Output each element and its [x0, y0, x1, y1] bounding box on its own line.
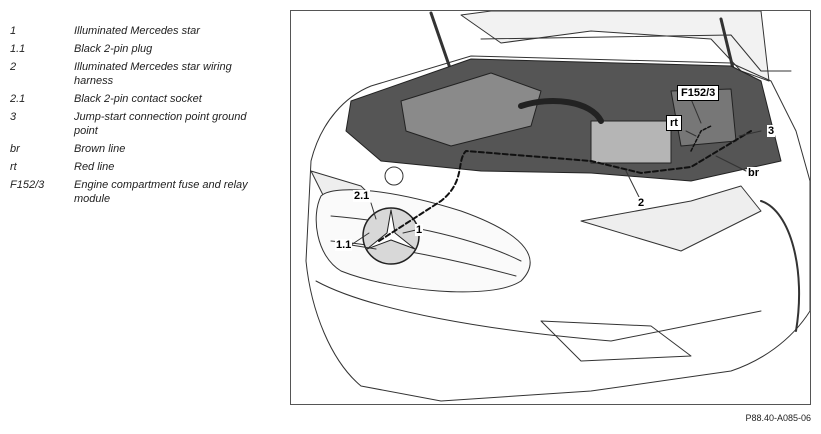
leader-line	[370, 202, 377, 220]
legend-text: Brown line	[74, 143, 126, 155]
front-wheel	[760, 200, 801, 332]
legend-key: br	[10, 143, 20, 155]
legend-key: 2	[10, 61, 17, 73]
grille	[315, 189, 531, 293]
legend-row: 2.1 Black 2-pin contact socket	[10, 92, 280, 106]
leader-line	[402, 229, 417, 234]
callout-1: 1	[415, 224, 424, 236]
callout-2: 2	[637, 197, 646, 209]
legend-text: Illuminated Mercedes star wiring harness	[74, 61, 232, 87]
star-points	[366, 209, 416, 250]
ground-line	[690, 125, 712, 152]
callout-2-1: 2.1	[353, 190, 371, 202]
callout-f152-3: F152/3	[677, 85, 720, 101]
leader-line	[350, 244, 377, 250]
leader-line	[715, 155, 747, 172]
callout-rt: rt	[666, 115, 682, 131]
legend-text: Jump-start connection point ground point	[74, 111, 247, 137]
legend-key: 1.1	[10, 43, 26, 55]
legend-row: 3 Jump-start connection point ground poi…	[10, 110, 280, 138]
leader-line	[350, 232, 370, 246]
body-outline	[305, 55, 810, 402]
callout-br: br	[747, 167, 760, 179]
legend: 1 Illuminated Mercedes star 1.1 Black 2-…	[10, 24, 280, 210]
legend-row: 2 Illuminated Mercedes star wiring harne…	[10, 60, 280, 88]
legend-key: F152/3	[10, 179, 45, 191]
fuse-box	[590, 120, 672, 164]
legend-key: 2.1	[10, 93, 26, 105]
figure-reference: P88.40-A085-06	[745, 413, 811, 423]
windshield	[480, 34, 792, 72]
legend-row: rt Red line	[10, 160, 280, 174]
legend-text: Illuminated Mercedes star	[74, 25, 200, 37]
legend-row: br Brown line	[10, 142, 280, 156]
engine-bay-figure: F152/3 rt 3 br 2 2.1 1 1.1	[290, 10, 811, 405]
legend-text: Black 2-pin contact socket	[74, 93, 202, 105]
star-wiring-harness	[378, 130, 752, 242]
legend-key: rt	[10, 161, 17, 173]
hood-strut	[429, 11, 453, 73]
leader-line	[690, 98, 702, 124]
leader-line	[625, 170, 640, 198]
air-intake-pipe	[518, 98, 604, 124]
right-headlight	[580, 185, 762, 252]
legend-text: Red line	[74, 161, 115, 173]
legend-row: F152/3 Engine compartment fuse and relay…	[10, 178, 280, 206]
lower-intake	[540, 320, 692, 362]
legend-row: 1 Illuminated Mercedes star	[10, 24, 280, 38]
leader-line	[738, 130, 762, 137]
car-illustration	[305, 11, 810, 402]
legend-key: 1	[10, 25, 17, 37]
legend-text: Engine compartment fuse and relay module	[74, 179, 248, 205]
engine-cover	[400, 72, 542, 147]
legend-row: 1.1 Black 2-pin plug	[10, 42, 280, 56]
leader-line	[685, 130, 697, 137]
legend-key: 3	[10, 111, 17, 123]
legend-text: Black 2-pin plug	[74, 43, 153, 55]
front-bumper	[315, 280, 762, 342]
front-sensor	[384, 166, 404, 186]
callout-3: 3	[767, 125, 776, 137]
callout-1-1: 1.1	[335, 239, 353, 251]
